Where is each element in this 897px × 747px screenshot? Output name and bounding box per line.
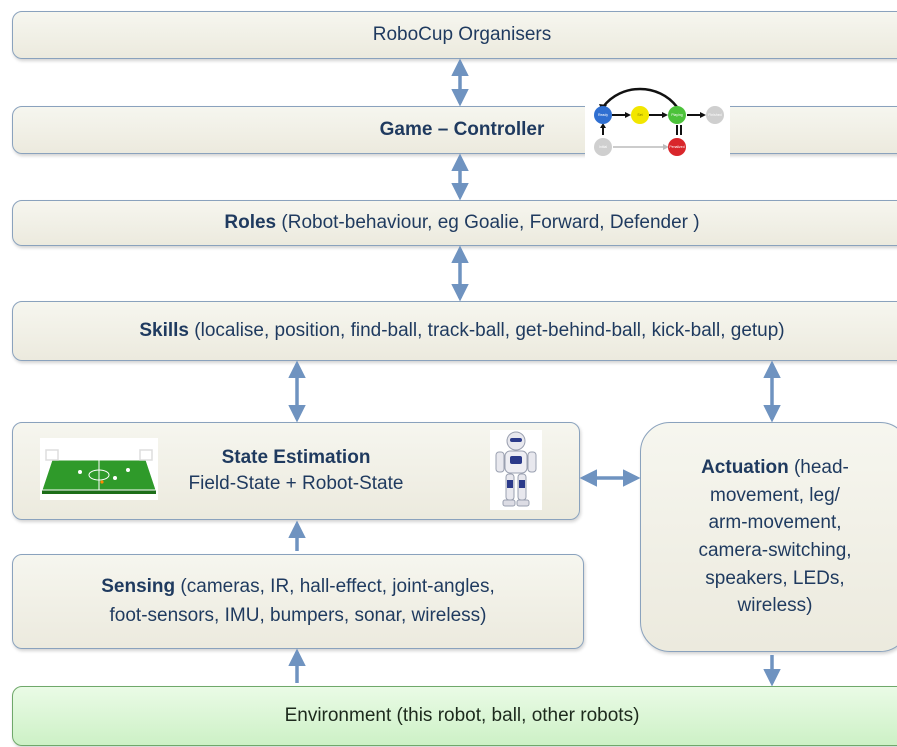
environment-box: Environment (this robot, ball, other rob… xyxy=(12,686,897,746)
state-playing-label: Playing xyxy=(671,113,683,117)
robocup-organisers-box: RoboCup Organisers xyxy=(12,11,897,59)
nao-robot-image xyxy=(490,430,542,510)
actuation-title: Actuation xyxy=(701,457,789,479)
actuation-line5: speakers, LEDs, xyxy=(705,567,845,589)
state-ready-node xyxy=(594,106,612,124)
game-controller-state-diagram: Ready Set Playing Finished Initial Penal… xyxy=(585,85,730,167)
actuation-line6: wireless) xyxy=(737,595,813,617)
roles-title: Roles xyxy=(224,212,277,233)
sensing-title: Sensing xyxy=(101,576,176,597)
actuation-line4: camera-switching, xyxy=(698,540,852,561)
state-set-label: Set xyxy=(637,113,642,117)
state-ready-label: Ready xyxy=(598,113,608,117)
state-initial-node xyxy=(594,138,612,156)
state-finished-node xyxy=(706,106,724,124)
game-controller-label: Game – Controller xyxy=(379,119,545,140)
robocup-organisers-label: RoboCup Organisers xyxy=(372,24,552,45)
state-initial-label: Initial xyxy=(599,145,607,149)
roles-box: Roles (Robot-behaviour, eg Goalie, Forwa… xyxy=(12,200,897,246)
soccer-field-image xyxy=(40,438,158,500)
skills-title: Skills xyxy=(139,320,190,341)
actuation-line2: movement, leg/ xyxy=(710,484,840,506)
state-playing-node xyxy=(668,106,686,124)
skills-box: Skills (localise, position, find-ball, t… xyxy=(12,301,897,361)
actuation-box: Actuation (head- movement, leg/ arm-move… xyxy=(640,422,897,652)
state-penalized-node xyxy=(668,138,686,156)
actuation-line1: (head- xyxy=(788,457,849,479)
sensing-box: Sensing (cameras, IR, hall-effect, joint… xyxy=(12,554,584,649)
game-controller-box: Game – Controller xyxy=(12,106,897,154)
environment-label: Environment (this robot, ball, other rob… xyxy=(284,705,640,726)
roles-description: (Robot-behaviour, eg Goalie, Forward, De… xyxy=(276,212,700,233)
state-finished-label: Finished xyxy=(708,113,721,117)
sensing-line2: foot-sensors, IMU, bumpers, sonar, wirel… xyxy=(109,604,487,626)
state-set-node xyxy=(631,106,649,124)
skills-description: (localise, position, find-ball, track-ba… xyxy=(189,320,785,341)
state-estimation-title: State Estimation xyxy=(221,447,371,469)
actuation-line3: arm-movement, xyxy=(708,512,842,534)
state-penalized-label: Penalized xyxy=(669,145,684,149)
state-estimation-subtitle: Field-State + Robot-State xyxy=(188,473,404,494)
sensing-line1: (cameras, IR, hall-effect, joint-angles, xyxy=(175,576,495,597)
